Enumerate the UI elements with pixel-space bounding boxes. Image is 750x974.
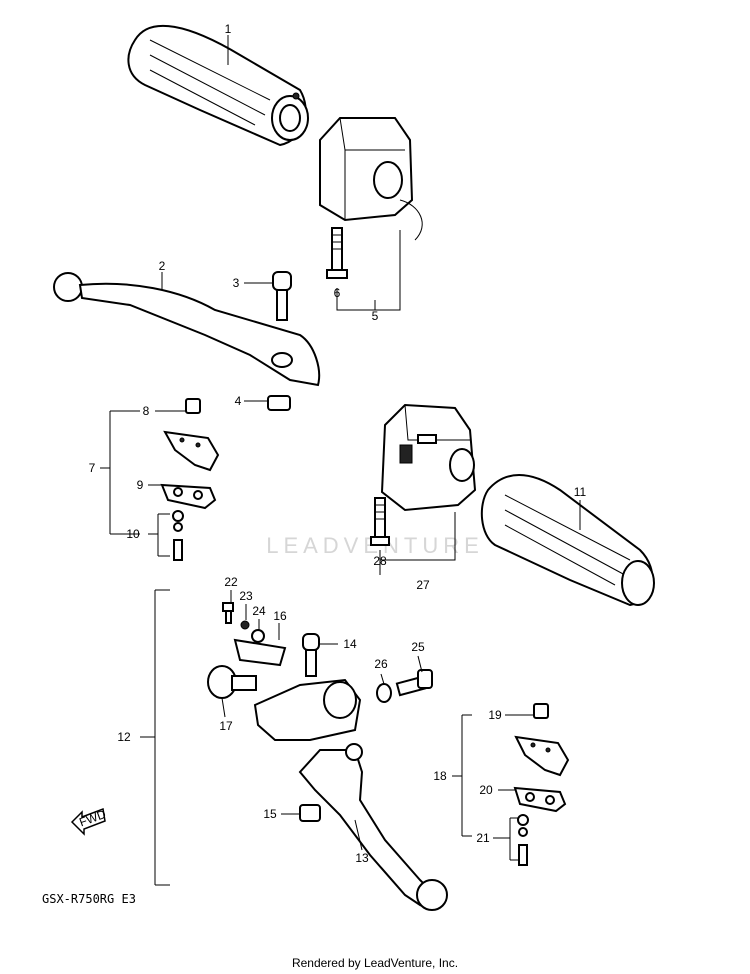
callout-12: 12: [117, 730, 131, 744]
callout-2: 2: [159, 259, 166, 273]
callout-25: 25: [411, 640, 425, 654]
callout-22: 22: [224, 575, 238, 589]
callout-19: 19: [488, 708, 502, 722]
callout-14: 14: [343, 637, 357, 651]
footer-credit: Rendered by LeadVenture, Inc.: [291, 956, 459, 970]
lever-2-drawing: [53, 271, 320, 411]
callout-10: 10: [126, 527, 140, 541]
callout-7: 7: [89, 461, 96, 475]
callout-4: 4: [235, 394, 242, 408]
model-code: GSX-R750RG E3: [42, 892, 136, 906]
callout-26: 26: [374, 657, 388, 671]
callout-3: 3: [233, 276, 240, 290]
leader-lines: [100, 35, 581, 886]
callout-28: 28: [373, 554, 387, 568]
callout-23: 23: [239, 589, 253, 603]
callout-16: 16: [273, 609, 287, 623]
callout-6: 6: [334, 286, 341, 300]
fwd-arrow-icon: FWD: [70, 807, 108, 836]
left-switch-housing-drawing: [370, 403, 477, 546]
callout-13: 13: [355, 851, 369, 865]
switch-clamp-lower-drawing: [513, 703, 570, 866]
callout-18: 18: [433, 769, 447, 783]
left-grip-drawing: [480, 474, 655, 607]
callout-9: 9: [137, 478, 144, 492]
callout-20: 20: [479, 783, 493, 797]
callout-1: 1: [225, 22, 232, 36]
right-switch-housing-drawing: [319, 117, 423, 279]
callout-17: 17: [219, 719, 233, 733]
throttle-grip-drawing: [127, 24, 309, 147]
switch-clamp-upper-drawing: [160, 398, 220, 561]
callout-15: 15: [263, 807, 277, 821]
clutch-lever-assembly-drawing: [207, 602, 448, 911]
callout-21: 21: [476, 831, 490, 845]
callout-8: 8: [143, 404, 150, 418]
callout-5: 5: [372, 309, 379, 323]
callout-27: 27: [416, 578, 430, 592]
callout-labels: 1 2 3 4 5 6 7 8 9 10 11 12 13 14 15 16 1…: [89, 22, 587, 865]
callout-24: 24: [252, 604, 266, 618]
callout-11: 11: [574, 485, 587, 499]
